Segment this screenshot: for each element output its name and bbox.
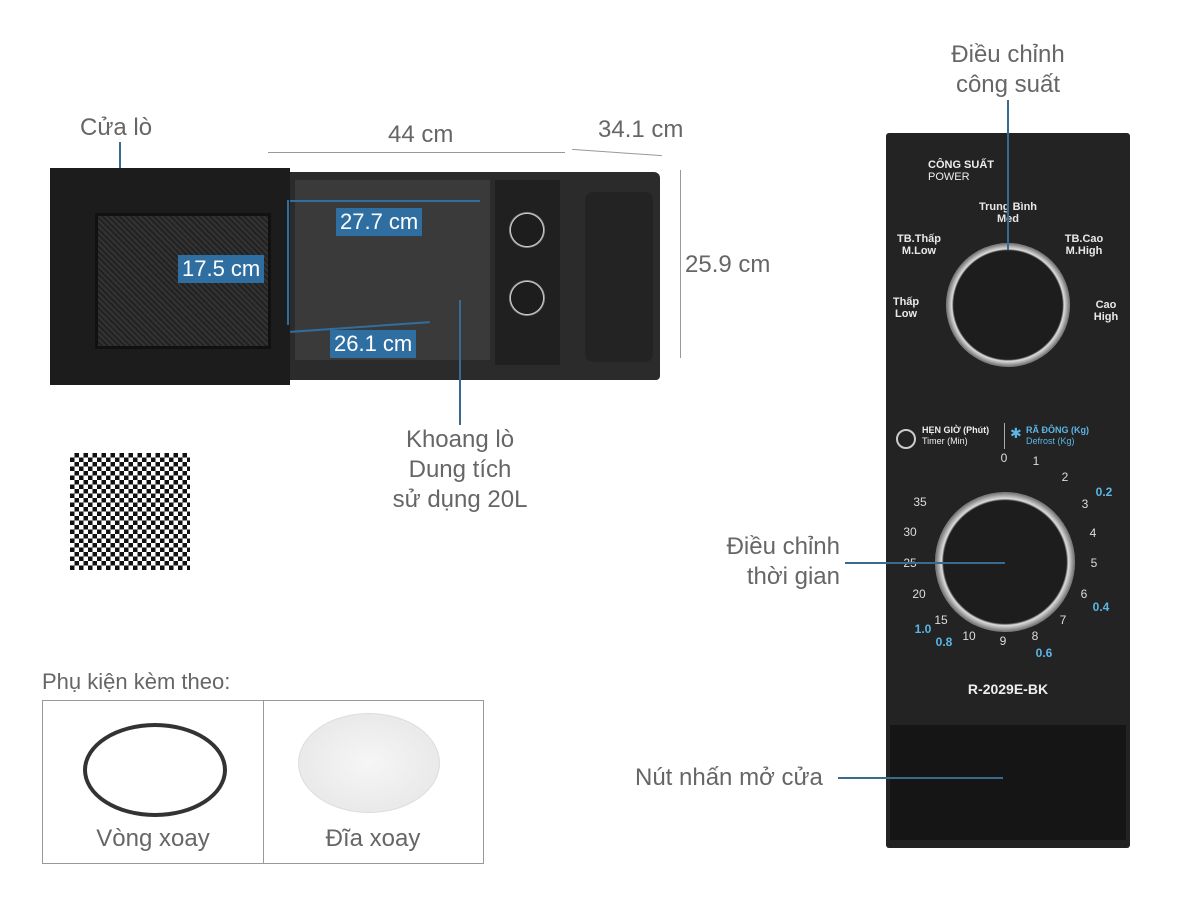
cavity-label: Khoang lò Dung tích sử dụng 20L [392,426,528,513]
mini-control-panel [495,180,560,365]
timer-mark: 3 [1081,497,1089,511]
accessories-box: Vòng xoay Đĩa xoay [42,700,484,864]
defrost-mark: 0.2 [1095,485,1113,499]
width-label: 44 cm [388,121,454,148]
depth-label: 34.1 cm [598,116,684,143]
door-label: Cửa lò [80,114,153,141]
door-pointer [119,142,121,176]
timer-mark: 15 [934,613,948,627]
defrost-mark: 0.8 [935,635,953,649]
timer-mark: 35 [913,495,927,509]
snowflake-icon: ✱ [1010,425,1022,441]
defrost-heading: RÃ ĐÔNG (Kg)Defrost (Kg) [1026,425,1089,446]
timer-mark: 20 [912,587,926,601]
door-open-button[interactable] [890,725,1126,840]
microwave-door [50,168,290,385]
accessories-title: Phụ kiện kèm theo: [42,669,231,694]
accessory-ring-label: Vòng xoay [96,825,210,852]
cavity-pointer [459,300,461,425]
qr-code[interactable] [70,453,190,570]
timer-mark: 1 [1032,454,1040,468]
side-panel [585,192,653,362]
power-pointer [1007,100,1009,250]
defrost-mark: 1.0 [914,622,932,636]
timer-mark: 10 [962,629,976,643]
accessory-plate-label: Đĩa xoay [325,825,421,852]
timer-mark: 0 [1000,451,1008,465]
defrost-mark: 0.6 [1035,646,1053,660]
width-arrow [268,152,565,153]
model-number: R-2029E-BK [967,681,1049,697]
inner-width-tag: 27.7 cm [336,208,423,236]
defrost-mark: 0.4 [1092,600,1110,614]
timer-mark: 2 [1061,470,1069,484]
roller-ring-image [83,723,227,817]
timer-mark: 6 [1080,587,1088,601]
depth-arrow [572,148,662,157]
time-pointer [845,562,1005,564]
glass-plate-image [298,713,440,813]
timer-mark: 30 [903,525,917,539]
power-knob[interactable] [946,243,1070,367]
clock-icon [896,429,916,449]
timer-heading: HẸN GIỜ (Phút)Timer (Min) [922,425,990,446]
timer-mark: 4 [1089,526,1097,540]
timer-mark: 9 [999,634,1007,648]
height-label: 25.9 cm [685,251,771,278]
inner-height-tag: 17.5 cm [178,255,265,283]
door-button-pointer [838,777,1003,779]
inner-depth-tag: 26.1 cm [330,330,417,358]
door-button-label: Nút nhấn mở cửa [635,764,823,791]
timer-mark: 8 [1031,629,1039,643]
timer-mark: 5 [1090,556,1098,570]
height-arrow [680,170,681,358]
timer-mark: 7 [1059,613,1067,627]
